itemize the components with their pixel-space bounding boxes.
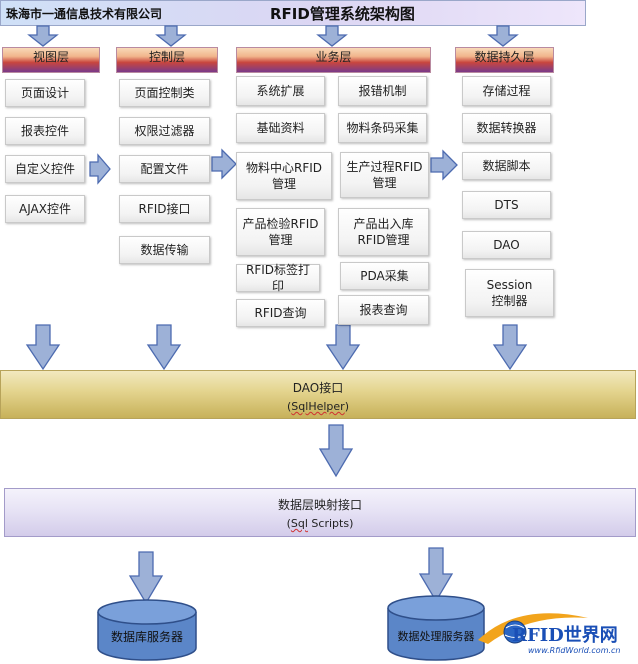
arrow-down-icon xyxy=(418,547,454,603)
control-component: 数据传输 xyxy=(119,236,210,264)
layer-header-business: 业务层 xyxy=(236,47,431,73)
business-component: 基础资料 xyxy=(236,113,325,143)
control-component: 页面控制类 xyxy=(119,79,210,107)
business-component: 报表查询 xyxy=(338,295,429,325)
logo-icon xyxy=(478,613,588,644)
business-component: 物料条码采集 xyxy=(338,113,427,143)
arrow-down-icon xyxy=(128,551,164,605)
business-component: RFID标签打印 xyxy=(236,263,320,293)
control-component: 权限过滤器 xyxy=(119,117,210,145)
logo-url: www.RfidWorld.com.cn xyxy=(528,646,621,655)
persistence-component: 数据脚本 xyxy=(462,152,551,180)
title-bar xyxy=(0,0,586,26)
business-component: 物料中心RFID 管理 xyxy=(236,152,332,200)
view-component: 报表控件 xyxy=(5,117,85,145)
business-component: 系统扩展 xyxy=(236,76,325,106)
mapping-interface-band: 数据层映射接口 (Sql Scripts) xyxy=(4,488,636,537)
arrow-down-icon xyxy=(27,25,519,47)
layer-header-persistence: 数据持久层 xyxy=(455,47,554,73)
view-component: 页面设计 xyxy=(5,79,85,107)
view-component: 自定义控件 xyxy=(5,155,85,183)
dao-interface-band: DAO接口 (SqlHelper) xyxy=(0,370,636,419)
business-component: PDA采集 xyxy=(340,262,429,290)
database-icon xyxy=(387,595,485,661)
layer-header-control: 控制层 xyxy=(116,47,218,73)
layer-header-view: 视图层 xyxy=(2,47,100,73)
persistence-component: 数据转换器 xyxy=(462,113,551,143)
mapping-interface-subtitle: (Sql Scripts) xyxy=(286,517,354,530)
business-component: 产品检验RFID 管理 xyxy=(236,208,325,256)
company-name: 珠海市一通信息技术有限公司 xyxy=(6,7,163,21)
dao-interface-subtitle: (SqlHelper) xyxy=(287,400,349,413)
persistence-component: 存储过程 xyxy=(462,76,551,106)
persistence-component: Session 控制器 xyxy=(465,269,554,317)
diagram-title: RFID管理系统架构图 xyxy=(270,5,415,23)
arrow-right-icon xyxy=(89,148,458,185)
persistence-component: DTS xyxy=(462,191,551,219)
arrow-down-icon xyxy=(318,424,354,478)
database-icon xyxy=(97,599,197,661)
db-server-label: 数据库服务器 xyxy=(110,630,183,644)
business-component: 生产过程RFID 管理 xyxy=(340,152,429,198)
processing-server-label: 数据处理服务器 xyxy=(397,630,475,643)
arrow-down-icon xyxy=(25,324,528,371)
view-component: AJAX控件 xyxy=(5,195,85,223)
persistence-component: DAO xyxy=(462,231,551,259)
dao-interface-title: DAO接口 xyxy=(292,381,344,395)
logo-text: RFID世界网 xyxy=(512,625,618,646)
business-component: 产品出入库 RFID管理 xyxy=(338,208,429,256)
business-component: RFID查询 xyxy=(236,299,325,327)
business-component: 报错机制 xyxy=(338,76,427,106)
control-component: RFID接口 xyxy=(119,195,210,223)
control-component: 配置文件 xyxy=(119,155,210,183)
mapping-interface-title: 数据层映射接口 xyxy=(277,498,362,512)
